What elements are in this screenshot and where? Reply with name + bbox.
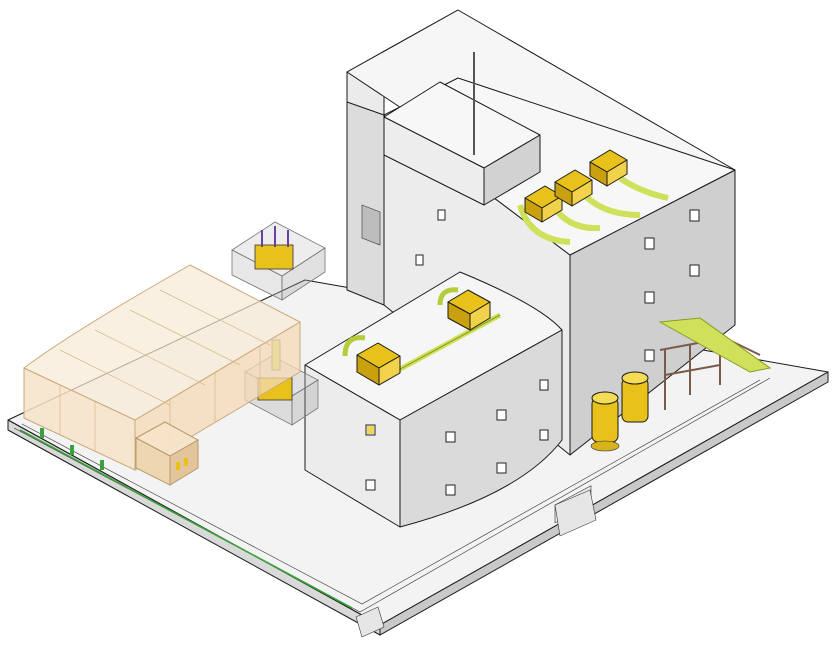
small-enclosure — [134, 421, 200, 486]
storage-tank-icon — [590, 371, 649, 452]
roof-transformer-icon — [231, 221, 326, 301]
cable-markers — [40, 428, 104, 470]
tower-windows — [415, 209, 700, 362]
roof-pipework-icon — [517, 149, 669, 245]
curved-roof-equipment — [342, 287, 502, 386]
cable-tray — [658, 317, 772, 373]
perimeter-trench — [13, 377, 771, 638]
curved-building — [304, 271, 563, 528]
